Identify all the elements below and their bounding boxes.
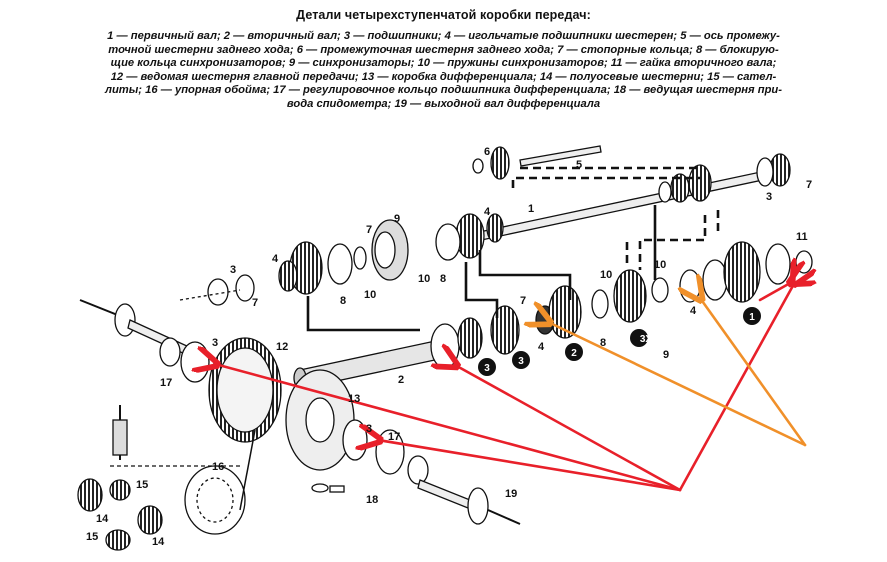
part-label: 7	[520, 295, 526, 307]
part-label: 13	[348, 393, 360, 405]
part-label: 10	[600, 269, 612, 281]
red-annotation-arrows	[215, 282, 795, 492]
badge-label: 3	[518, 356, 524, 367]
part-label: 8	[340, 295, 346, 307]
part-label: 4	[538, 341, 545, 353]
red-arrow	[378, 440, 682, 492]
red-arrow	[678, 282, 795, 492]
part-label: 14	[96, 513, 109, 525]
part-label: 1	[528, 203, 534, 215]
part-label: 18	[366, 494, 378, 506]
part-label: 7	[806, 179, 812, 191]
part-label: 9	[394, 213, 400, 225]
red-arrow	[455, 365, 682, 492]
part-label: 12	[276, 341, 288, 353]
part-label: 8	[440, 273, 446, 285]
part-label: 3	[766, 191, 772, 203]
part-label: 10	[364, 289, 376, 301]
badge-circle	[630, 329, 648, 347]
part-label: 4	[272, 253, 279, 265]
part-label: 3	[230, 264, 236, 276]
assembly-link-lines	[306, 166, 720, 332]
legend-line: вода спидометра; 19 — выходной вал диффе…	[286, 97, 601, 110]
part-label: 2	[398, 374, 404, 386]
part-label: 6	[484, 146, 490, 158]
part-label: 14	[152, 536, 165, 548]
part-label: 10	[654, 259, 666, 271]
orange-arrow	[548, 322, 807, 447]
badge-circle	[743, 307, 761, 325]
legend-line: литы; 16 — упорная обойма; 17 — регулиро…	[105, 84, 782, 97]
legend-line: 1 — первичный вал; 2 — вторичный вал; 3 …	[107, 30, 780, 42]
part-label: 4	[484, 206, 491, 218]
legend-line: точной шестерни заднего хода; 6 — промеж…	[108, 43, 779, 56]
red-arrow	[758, 282, 792, 302]
badge-label: 3X	[640, 334, 653, 345]
part-label: 3	[366, 423, 372, 435]
secondary-shaft-assembly	[293, 241, 813, 389]
legend-line: 12 — ведомая шестерня главной передачи; …	[110, 70, 777, 83]
part-label: 4	[690, 305, 697, 317]
part-label: 11	[796, 231, 808, 243]
legend-line: щие кольца синхронизаторов; 9 — синхрони…	[110, 57, 777, 70]
part-labels: 6 5 7 3 1 4 9 7 4 3 7 8 10 10 8 11 10 10…	[86, 146, 812, 548]
part-label: 19	[505, 488, 517, 500]
part-label: 5	[576, 159, 582, 171]
badge-circle	[478, 358, 496, 376]
badge-circle	[512, 351, 530, 369]
part-label: 16	[212, 461, 224, 473]
orange-annotation-arrows	[548, 298, 807, 447]
part-label: 9	[663, 349, 669, 361]
part-label: 17	[388, 431, 400, 443]
black-badges: 3 3 2 1 3X	[478, 307, 761, 376]
part-label: 3	[212, 337, 218, 349]
orange-arrow	[700, 298, 807, 447]
part-label: 8	[600, 337, 606, 349]
red-arrow	[215, 364, 682, 492]
parts-legend: 1 — первичный вал; 2 — вторичный вал; 3 …	[8, 30, 879, 112]
part-label: 7	[366, 224, 372, 236]
badge-label: 3	[484, 363, 490, 374]
part-label: 15	[136, 479, 148, 491]
part-label: 17	[160, 377, 172, 389]
badge-circle	[565, 343, 583, 361]
badge-label: 2	[571, 348, 577, 359]
primary-shaft-assembly	[179, 145, 791, 306]
part-label: 15	[86, 531, 98, 543]
part-label: 10	[418, 273, 430, 285]
part-label: 7	[252, 297, 258, 309]
diagram-title: Детали четырехступенчатой коробки переда…	[296, 8, 591, 22]
badge-label: 1	[749, 312, 755, 323]
